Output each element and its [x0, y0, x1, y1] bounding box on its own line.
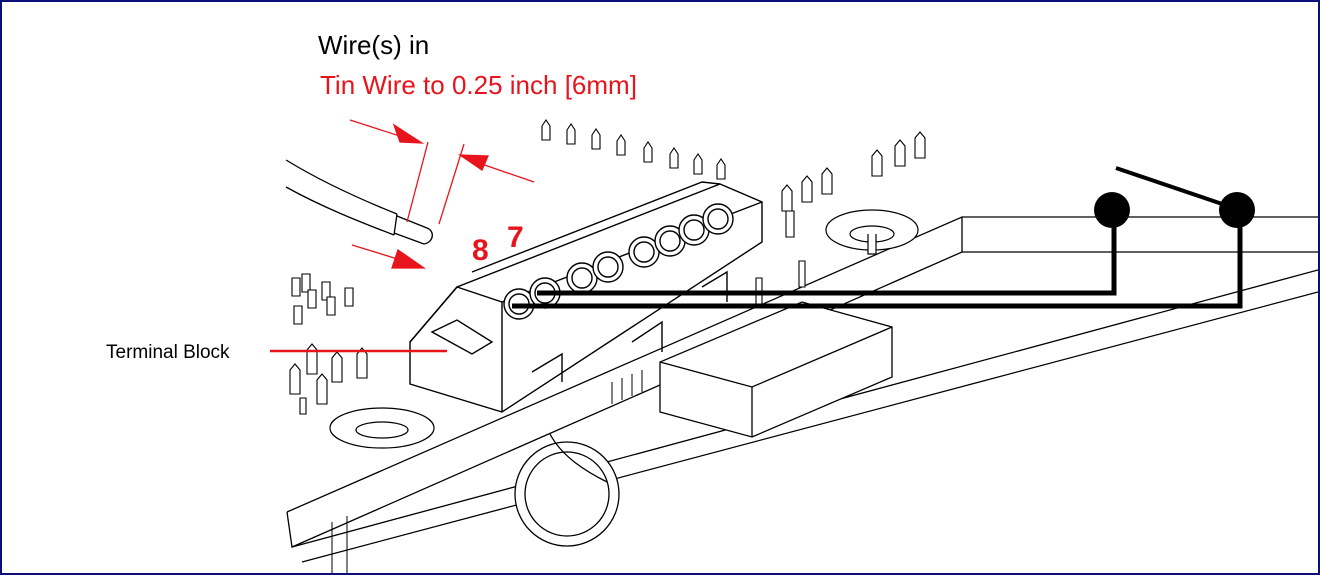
pin: [356, 347, 368, 379]
pin: [798, 260, 806, 288]
arrow-head: [391, 248, 427, 269]
pin: [643, 141, 653, 163]
terminal-7-label: 7: [507, 221, 524, 254]
pin: [291, 277, 301, 297]
pin: [293, 305, 303, 325]
pin: [781, 184, 793, 212]
pin: [289, 363, 301, 395]
pin: [566, 123, 576, 145]
arrow-head: [457, 154, 489, 171]
pin: [871, 149, 883, 177]
pin: [307, 289, 317, 309]
wire-terminal-8: [512, 207, 1243, 309]
pin: [801, 175, 813, 203]
arrow-head: [392, 123, 425, 144]
pin: [306, 343, 318, 375]
pin: [541, 119, 551, 141]
terminal-block-label: Terminal Block: [106, 342, 230, 363]
pin: [301, 273, 311, 293]
pin: [669, 147, 679, 169]
pin: [591, 128, 601, 150]
pin: [821, 167, 833, 195]
terminal-block: [409, 181, 763, 413]
pin: [616, 134, 626, 156]
pin: [785, 210, 795, 238]
wire-in-label: Wire(s) in: [318, 30, 429, 60]
terminal-8-label: 8: [472, 234, 489, 267]
pin: [331, 351, 343, 383]
pin: [316, 373, 328, 405]
pin: [693, 153, 703, 175]
pin: [716, 158, 726, 180]
pin: [894, 139, 906, 167]
pin: [344, 287, 354, 307]
terminal-screws: [503, 203, 734, 320]
stripped-wire: [285, 159, 433, 245]
tin-wire-label: Tin Wire to 0.25 inch [6mm]: [320, 70, 637, 100]
washer-right: [825, 209, 919, 255]
relay-component: [611, 301, 893, 438]
washer-left: [329, 407, 435, 449]
pin: [299, 397, 307, 415]
wire-terminal-7: [537, 207, 1117, 296]
measurement-marks: [270, 119, 535, 353]
switch-wires: [512, 207, 1243, 309]
switch-icon: [1094, 166, 1255, 228]
pin: [326, 296, 336, 316]
inductor-coil: [514, 433, 620, 547]
pin: [914, 131, 926, 159]
board-pins: [289, 119, 926, 415]
